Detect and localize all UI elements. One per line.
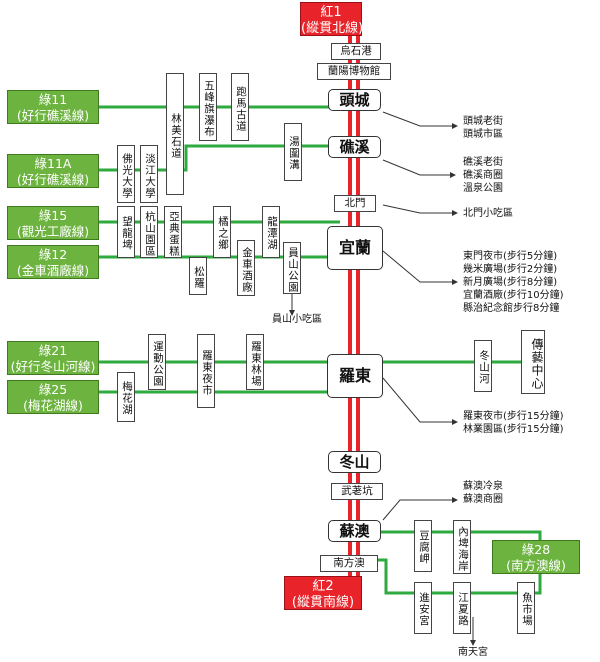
note-nantian: 南天宮 — [458, 646, 488, 659]
note-line: 礁溪老街 — [463, 157, 503, 168]
stop-lanyang-museum[interactable]: 蘭陽博物館 — [317, 63, 391, 80]
hub-jiaoxi[interactable]: 礁溪 — [328, 136, 381, 158]
stop-foguang-univ[interactable]: 佛光大學 — [117, 145, 135, 203]
stop-tangweigou[interactable]: 湯圍溝 — [284, 123, 302, 181]
route-g11[interactable]: 綠11 (好行礁溪線) — [7, 90, 99, 124]
route-g11-code: 綠11 — [38, 92, 68, 107]
note-line: 新月廣場(步行8分鐘) — [463, 277, 558, 288]
route-red2-name: (縱貫南線) — [291, 595, 355, 610]
route-g21-code: 綠21 — [38, 343, 68, 358]
stop-linmei-shidao[interactable]: 林美石道 — [166, 73, 184, 195]
route-g25-code: 綠25 — [38, 382, 68, 397]
note-line: 林業園區(步行15分鐘) — [463, 424, 564, 435]
note-line: 蘇澳商圈 — [463, 494, 503, 505]
stop-wushigang[interactable]: 烏石港 — [331, 43, 381, 60]
stop-yuanshan-park[interactable]: 員山公園 — [283, 242, 301, 294]
note-line: 羅東夜市(步行15分鐘) — [463, 411, 564, 422]
note-line: 礁溪商圈 — [463, 170, 503, 181]
route-g15[interactable]: 綠15 (觀光工廠線) — [7, 206, 99, 240]
note-line: 南天宮 — [458, 647, 488, 658]
note-suao: 蘇澳冷泉 蘇澳商圈 — [463, 480, 503, 506]
route-red1-name: (縱貫北線) — [301, 21, 364, 36]
hub-luodong[interactable]: 羅東 — [327, 354, 383, 398]
stop-luodong-forest[interactable]: 羅東林場 — [246, 334, 264, 390]
route-g11a-code: 綠11A — [34, 156, 72, 171]
note-yilan: 東門夜市(步行5分鐘) 幾米廣場(步行2分鐘) 新月廣場(步行8分鐘) 宜蘭酒廠… — [463, 250, 564, 315]
route-g15-code: 綠15 — [38, 208, 68, 223]
stop-beimen[interactable]: 北門 — [334, 195, 376, 212]
note-line: 溫泉公園 — [463, 183, 503, 194]
stop-kingcar-winery[interactable]: 金車酒廠 — [237, 240, 255, 296]
route-g11a-name: (好行礁溪線) — [16, 172, 90, 187]
stop-jiangxia-road[interactable]: 江夏路 — [453, 582, 471, 634]
route-g12[interactable]: 綠12 (金車酒廠線) — [7, 245, 99, 279]
stop-fish-market[interactable]: 魚市場 — [517, 582, 535, 634]
note-line: 員山小吃區 — [272, 314, 322, 325]
note-line: 頭城老街 — [463, 116, 503, 127]
arrow-heads — [289, 123, 476, 646]
stop-dongshan-river[interactable]: 冬山河 — [474, 340, 492, 392]
route-red2-code: 紅2 — [312, 579, 334, 594]
stop-songluo[interactable]: 松羅 — [189, 257, 207, 295]
note-line: 幾米廣場(步行2分鐘) — [463, 264, 558, 275]
route-g15-name: (觀光工廠線) — [16, 224, 90, 239]
note-line: 東門夜市(步行5分鐘) — [463, 251, 558, 262]
route-red1-code: 紅1 — [320, 5, 342, 20]
route-g12-code: 綠12 — [38, 247, 68, 262]
stop-doufu-cape[interactable]: 豆腐岬 — [414, 520, 432, 572]
note-line: 北門小吃區 — [463, 208, 513, 219]
stop-longtan-lake[interactable]: 龍潭湖 — [262, 206, 280, 258]
stop-wanglongpi[interactable]: 望龍埤 — [117, 206, 135, 258]
line-g28 — [378, 530, 542, 542]
route-g11a[interactable]: 綠11A (好行礁溪線) — [7, 154, 99, 188]
stop-kangshan-garden[interactable]: 杭山園區 — [140, 206, 158, 258]
stop-juzhixiang[interactable]: 橘之鄉 — [213, 206, 231, 258]
route-g28[interactable]: 綠28 (南方澳線) — [492, 540, 580, 574]
stop-art-center[interactable]: 傳藝中心 — [521, 330, 545, 394]
pointer-arrows — [291, 111, 474, 640]
route-g12-name: (金車酒廠線) — [16, 263, 90, 278]
stop-wulaokeng[interactable]: 武荖坑 — [331, 483, 383, 500]
route-red1[interactable]: 紅1 (縱貫北線) — [300, 2, 364, 36]
route-g28-code: 綠28 — [521, 542, 551, 557]
stop-meihua-lake[interactable]: 梅花湖 — [117, 372, 135, 422]
route-g28-name: (南方澳線) — [506, 558, 566, 573]
route-g21[interactable]: 綠21 (好行冬山河線) — [7, 341, 99, 375]
note-line: 頭城市區 — [463, 129, 503, 140]
line-g28-lower — [378, 558, 542, 595]
stop-neipi-beach[interactable]: 內埤海岸 — [453, 520, 471, 574]
hub-suao[interactable]: 蘇澳 — [328, 520, 381, 542]
route-g25-name: (梅花湖線) — [23, 398, 83, 413]
note-beimen: 北門小吃區 — [463, 207, 513, 220]
route-g21-name: (好行冬山河線) — [10, 359, 96, 374]
hub-toucheng[interactable]: 頭城 — [328, 89, 381, 111]
stop-nanfangao[interactable]: 南方澳 — [320, 555, 378, 572]
stop-yadian-cake[interactable]: 亞典蛋糕 — [164, 206, 182, 258]
hub-dongshan[interactable]: 冬山 — [328, 451, 381, 473]
stop-tamkang-univ[interactable]: 淡江大學 — [140, 145, 158, 203]
note-line: 蘇澳冷泉 — [463, 481, 503, 492]
stop-wufeng-waterfall[interactable]: 五峰旗瀑布 — [199, 73, 217, 141]
note-line: 宜蘭酒廠(步行10分鐘) — [463, 290, 564, 301]
note-jiaoxi: 礁溪老街 礁溪商圈 溫泉公園 — [463, 156, 503, 195]
note-yuanshan: 員山小吃區 — [272, 313, 322, 326]
stop-yundong-park[interactable]: 運動公園 — [148, 334, 166, 390]
note-luodong: 羅東夜市(步行15分鐘) 林業園區(步行15分鐘) — [463, 410, 564, 436]
stop-jin-an-temple[interactable]: 進安宮 — [414, 582, 432, 634]
route-g11-name: (好行礁溪線) — [16, 108, 90, 123]
route-g25[interactable]: 綠25 (梅花湖線) — [7, 380, 99, 414]
stop-paoma-gudao[interactable]: 跑馬古道 — [231, 73, 249, 141]
note-toucheng: 頭城老街 頭城市區 — [463, 115, 503, 141]
route-red2[interactable]: 紅2 (縱貫南線) — [284, 576, 362, 610]
stop-luodong-night-market[interactable]: 羅東夜市 — [197, 334, 215, 408]
note-line: 縣治紀念館步行8分鐘 — [463, 303, 560, 314]
hub-yilan[interactable]: 宜蘭 — [327, 226, 383, 270]
